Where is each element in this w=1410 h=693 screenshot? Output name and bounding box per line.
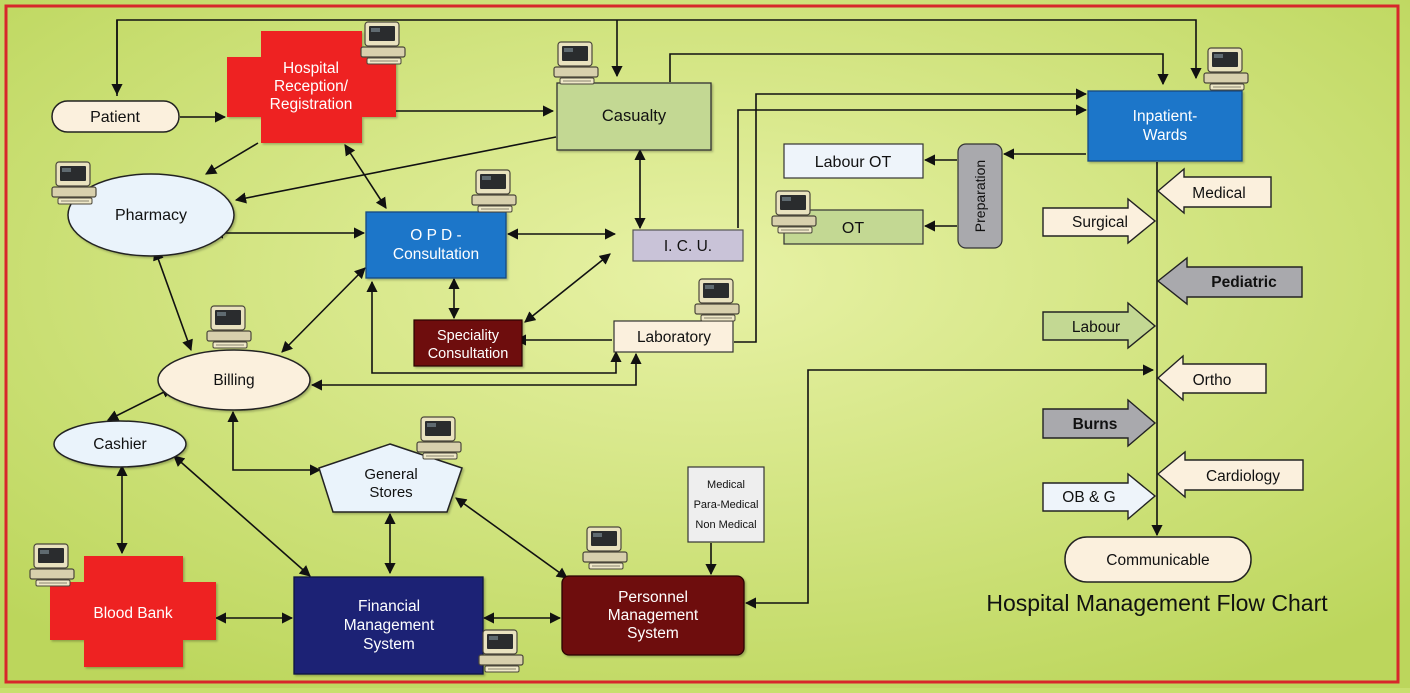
ward-label-burns: Burns [1073,416,1118,433]
computer-icon [29,543,75,587]
staff-categories-node: Medical Para-Medical Non Medical [687,466,765,543]
ward-arrow-pediatric: Pediatric [1156,256,1303,306]
ward-arrow-obg: OB & G [1042,472,1157,521]
ward-arrow-ortho: Ortho [1156,354,1267,402]
cashier-node: Cashier [53,420,187,468]
pharmacy-label: Pharmacy [115,207,187,224]
staff-label-line3: Non Medical [695,519,756,531]
reception-label-line2: Reception/ [274,78,349,95]
speciality-consultation-node: Speciality Consultation [413,319,523,367]
stores-label-line2: Stores [369,484,412,501]
blood-bank-node: Blood Bank [50,556,216,667]
preparation-node: Preparation [957,143,1003,249]
computer-icon [471,169,517,213]
preparation-label: Preparation [972,160,988,232]
casualty-label: Casualty [602,107,667,125]
inpatient-wards-node: Inpatient- Wards [1087,90,1243,162]
reception-label-line1: Hospital [283,60,339,77]
computer-icon [416,416,462,460]
billing-label: Billing [213,372,254,389]
computer-icon [360,21,406,65]
inpatient-label-line1: Inpatient- [1133,108,1198,125]
financial-label-line3: System [363,636,415,653]
labour-ot-node: Labour OT [783,143,924,179]
ward-arrow-medical: Medical [1156,167,1272,215]
ward-label-surgical: Surgical [1072,214,1128,231]
ward-label-medical: Medical [1192,185,1245,202]
patient-label: Patient [90,109,140,126]
frame-border [4,4,1400,684]
computer-icon [1203,47,1249,91]
opd-label-line1: O P D - [410,227,461,244]
cashier-label: Cashier [93,436,146,453]
computer-icon [51,161,97,205]
ward-label-obg: OB & G [1062,489,1115,506]
ward-arrow-labour: Labour [1042,301,1157,350]
patient-node: Patient [51,100,180,133]
personnel-label-line3: System [627,625,679,642]
blood-bank-label: Blood Bank [93,605,173,622]
staff-label-line2: Para-Medical [694,499,759,511]
inpatient-label-line2: Wards [1143,127,1187,144]
financial-label-line1: Financial [358,598,420,615]
financial-label-line2: Management [344,617,435,634]
ot-label: OT [842,220,864,237]
staff-label-line1: Medical [707,479,745,491]
chart-title: Hospital Management Flow Chart [986,590,1328,616]
computer-icon [771,190,817,234]
ward-label-ortho: Ortho [1193,372,1232,389]
ward-arrow-cardiology: Cardiology [1156,450,1304,499]
speciality-label-line1: Speciality [437,328,500,344]
speciality-label-line2: Consultation [428,346,509,362]
labour-ot-label: Labour OT [815,154,892,171]
laboratory-label: Laboratory [637,329,711,346]
laboratory-node: Laboratory [613,320,734,353]
computer-icon [553,41,599,85]
financial-management-node: Financial Management System [293,576,484,675]
billing-node: Billing [157,349,311,411]
reception-label-line3: Registration [270,96,353,113]
computer-icon [694,278,740,322]
ward-label-pediatric: Pediatric [1211,274,1277,291]
reception-node: Hospital Reception/ Registration [227,31,396,143]
personnel-management-node: Personnel Management System [561,575,745,656]
casualty-node: Casualty [556,82,712,151]
ward-arrow-burns: Burns [1042,398,1157,448]
communicable-node: Communicable [1064,536,1252,583]
general-stores-node: General Stores [318,443,463,513]
ward-label-cardiology: Cardiology [1206,468,1280,485]
pharmacy-node: Pharmacy [67,173,235,257]
icu-node: I. C. U. [632,229,744,262]
personnel-label-line1: Personnel [618,589,688,606]
computer-icon [478,629,524,673]
personnel-label-line2: Management [608,607,699,624]
stores-label-line1: General [364,466,417,483]
ward-arrow-surgical: Surgical [1042,197,1157,245]
ward-label-labour: Labour [1072,319,1120,336]
icu-label: I. C. U. [664,238,712,255]
communicable-label: Communicable [1106,552,1209,569]
opd-label-line2: Consultation [393,246,479,263]
computer-icon [582,526,628,570]
computer-icon [206,305,252,349]
opd-consultation-node: O P D - Consultation [365,211,507,279]
